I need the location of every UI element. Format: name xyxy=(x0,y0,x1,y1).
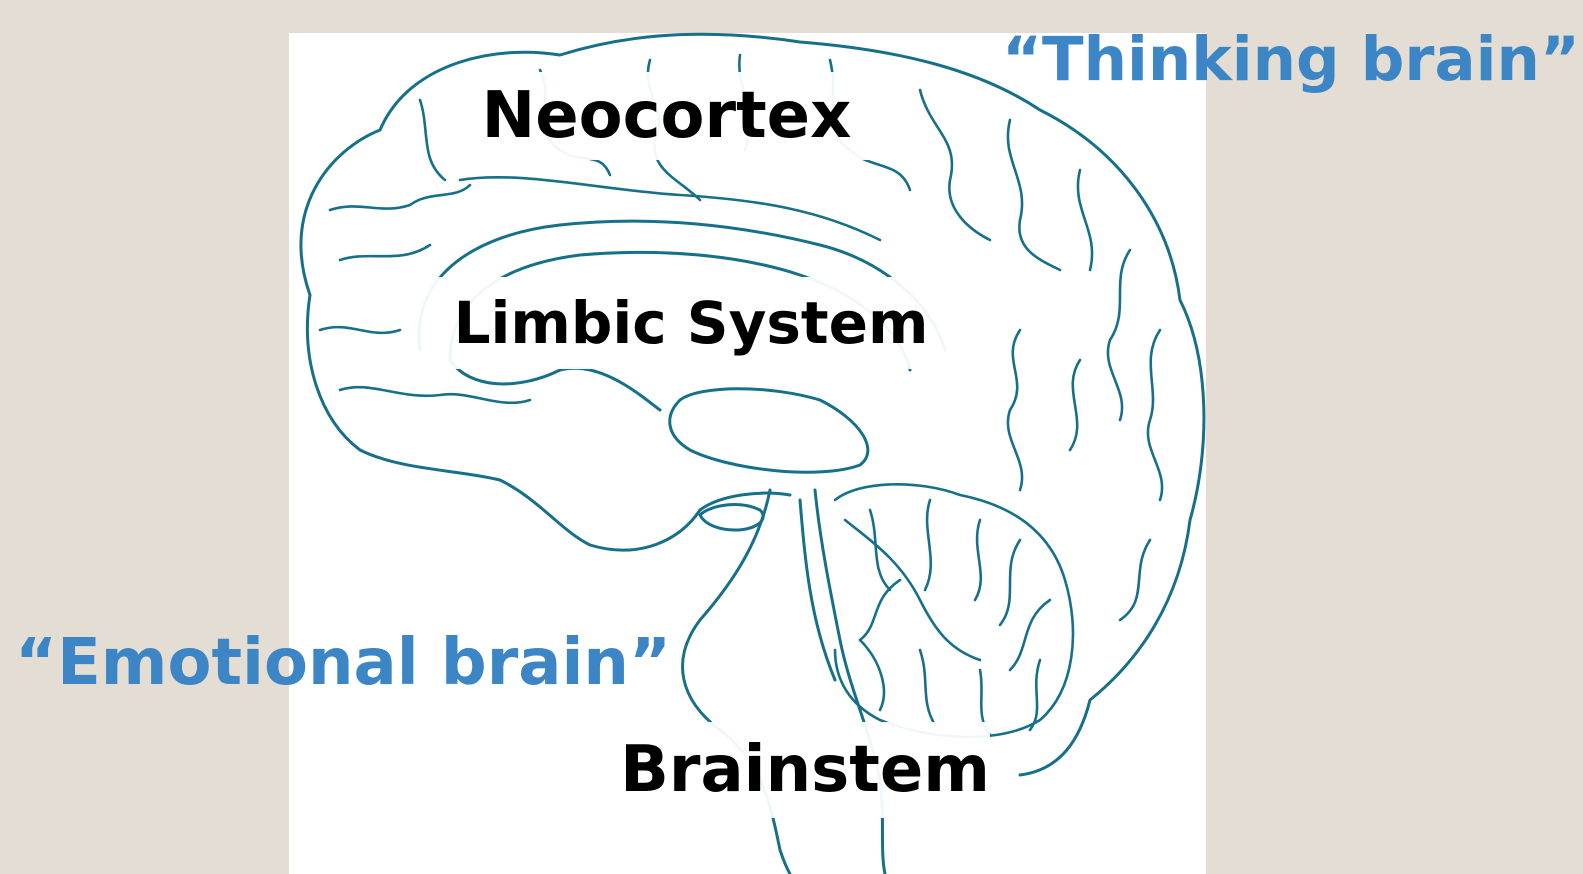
limbic-system-label-box: Limbic System xyxy=(411,277,971,369)
thinking-brain-label: “Thinking brain” xyxy=(1002,24,1580,95)
brainstem-label-box: Brainstem xyxy=(620,722,990,818)
cerebellum xyxy=(835,484,1073,737)
pituitary xyxy=(700,505,763,530)
thalamus xyxy=(670,389,868,472)
neocortex-label-box: Neocortex xyxy=(443,72,890,160)
brainstem-label: Brainstem xyxy=(620,733,990,807)
limbic-system-label: Limbic System xyxy=(454,289,929,357)
emotional-brain-label: “Emotional brain” xyxy=(15,626,671,700)
neocortex-label: Neocortex xyxy=(482,79,852,153)
